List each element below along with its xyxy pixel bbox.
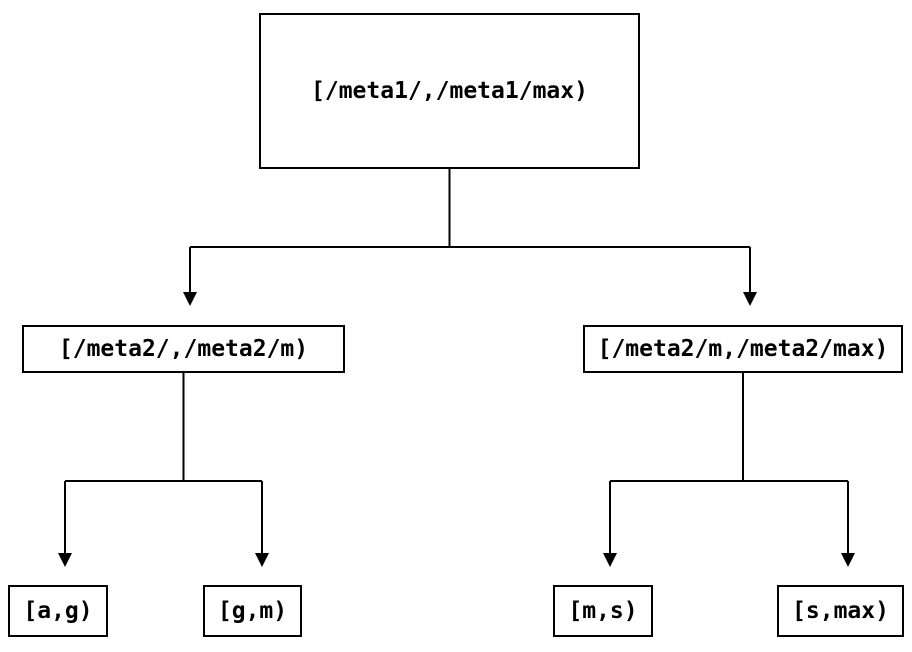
edge-left-to-children [58,373,269,567]
arrowhead-down-icon [183,292,197,306]
edge-root-to-children [183,169,757,306]
arrowhead-down-icon [58,553,72,567]
node-leaf-ag: [a,g) [8,585,108,637]
arrowhead-down-icon [603,553,617,567]
arrowhead-down-icon [743,292,757,306]
node-leaf-gm: [g,m) [203,585,302,637]
edge-right-to-children [603,373,855,567]
node-root-interval: [/meta1/,/meta1/max) [259,13,640,169]
arrowhead-down-icon [255,553,269,567]
node-left-interval: [/meta2/,/meta2/m) [22,325,345,373]
arrowhead-down-icon [841,553,855,567]
node-right-interval: [/meta2/m,/meta2/max) [583,325,903,373]
node-leaf-ms: [m,s) [553,585,653,637]
node-leaf-smax: [s,max) [777,585,904,637]
